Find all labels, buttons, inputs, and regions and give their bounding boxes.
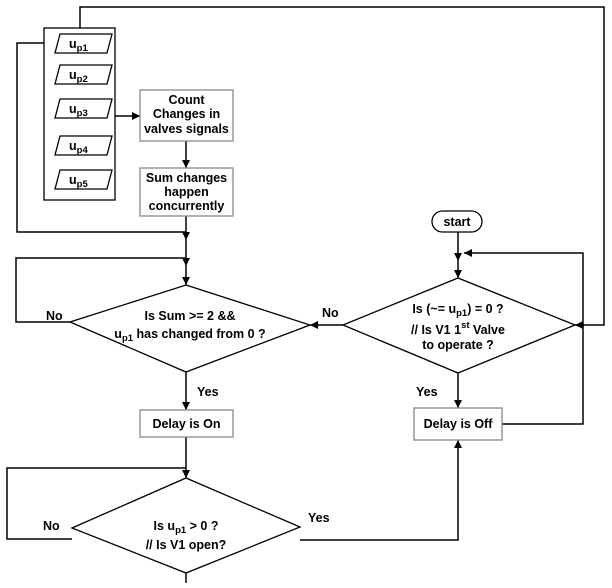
svg-text:Is (~= up1) = 0 ?: Is (~= up1) = 0 ? <box>412 302 503 319</box>
d1-u: u <box>114 327 122 341</box>
delay-on-box: Delay is On <box>139 409 234 438</box>
d1-line-1: Is Sum >= 2 && <box>144 309 235 323</box>
arrowheads <box>132 112 583 478</box>
d3-sub: p1 <box>175 525 187 536</box>
arrow-d2-yes <box>454 400 462 408</box>
svg-text:up2: up2 <box>69 68 88 85</box>
d2-comment-post: Valve <box>470 323 505 337</box>
d2-sup: st <box>461 320 470 331</box>
svg-text:up4: up4 <box>69 139 88 156</box>
d1-rest: has changed from 0 ? <box>133 327 266 341</box>
start-terminal: start <box>431 210 483 233</box>
svg-text:up5: up5 <box>69 173 88 190</box>
svg-text:// Is V1 1st Valve: // Is V1 1st Valve <box>411 320 505 337</box>
input-group: up1 up2 up3 up4 up5 <box>54 33 113 190</box>
input-label: u <box>69 68 77 82</box>
d1-yes-label: Yes <box>197 385 219 399</box>
d3-yes-label: Yes <box>308 511 330 525</box>
connectors <box>6 6 605 583</box>
arrow-loop-to-start <box>464 249 472 257</box>
svg-text:up3: up3 <box>69 102 88 119</box>
d1-sub: p1 <box>122 333 134 344</box>
d2-pre: Is (~= u <box>412 302 456 316</box>
svg-text:up1: up1 <box>69 37 88 54</box>
d2-no-label: No <box>322 306 339 320</box>
delay-on-label: Delay is On <box>152 417 220 431</box>
start-label: start <box>443 215 471 229</box>
input-up2: up2 <box>54 64 113 85</box>
edge-labels: No Yes No Yes No Yes <box>43 306 438 533</box>
d2-comment-pre: // Is V1 1 <box>411 323 461 337</box>
input-up1: up1 <box>54 33 113 54</box>
arrow-feedback-to-d2 <box>575 321 583 329</box>
sum-line-3: concurrently <box>149 199 225 213</box>
input-subscript: p5 <box>77 179 89 190</box>
sum-line-1: Sum changes <box>146 171 227 185</box>
d2-sub: p1 <box>456 308 468 319</box>
d2-post: ) = 0 ? <box>467 302 503 316</box>
arrow-start-join <box>454 253 462 261</box>
sum-changes-box: Sum changes happen concurrently <box>139 167 234 217</box>
arrow-to-delay-on <box>182 402 190 410</box>
arrow-to-d2 <box>454 270 462 278</box>
d2-line-3: to operate ? <box>422 338 494 352</box>
arrow-to-d1 <box>182 277 190 285</box>
input-up3: up3 <box>54 98 113 119</box>
input-label: u <box>69 173 77 187</box>
decision-valve-open: Is up1 > 0 ? // Is V1 open? <box>70 477 302 574</box>
delay-off-box: Delay is Off <box>413 407 503 441</box>
svg-text:Is up1 > 0 ?: Is up1 > 0 ? <box>154 519 219 536</box>
arrow-to-delay-off <box>454 440 462 448</box>
delay-off-label: Delay is Off <box>424 417 494 431</box>
decision-sum-check: Is Sum >= 2 && up1 has changed from 0 ? <box>68 284 312 373</box>
count-changes-box: Count Changes in valves signals <box>139 89 234 142</box>
input-up5: up5 <box>54 169 113 190</box>
d3-line-2: // Is V1 open? <box>146 538 227 552</box>
arrow-branch-join <box>182 232 190 240</box>
arrow-to-count <box>132 112 140 120</box>
sum-line-2: happen <box>164 185 208 199</box>
input-label: u <box>69 37 77 51</box>
d1-no-label: No <box>46 309 63 323</box>
d3-pre: Is u <box>154 519 176 533</box>
count-line-3: valves signals <box>144 122 229 136</box>
input-subscript: p1 <box>77 43 89 54</box>
input-label: u <box>69 102 77 116</box>
arrow-d3-loop-join <box>182 470 190 478</box>
input-up4: up4 <box>54 135 113 156</box>
count-line-2: Changes in <box>153 107 220 121</box>
input-subscript: p3 <box>77 108 88 119</box>
arrow-to-sum <box>182 160 190 168</box>
svg-text:up1 has changed from 0 ?: up1 has changed from 0 ? <box>114 327 265 344</box>
input-label: u <box>69 139 77 153</box>
input-subscript: p4 <box>77 145 89 156</box>
arrow-loop-join <box>182 258 190 266</box>
d2-yes-label: Yes <box>416 385 438 399</box>
arrow-d2-no <box>310 321 318 329</box>
d3-post: > 0 ? <box>186 519 218 533</box>
d3-no-label: No <box>43 519 60 533</box>
decision-first-valve: Is (~= up1) = 0 ? // Is V1 1st Valve to … <box>341 277 577 374</box>
count-line-1: Count <box>168 93 205 107</box>
input-subscript: p2 <box>77 74 88 85</box>
